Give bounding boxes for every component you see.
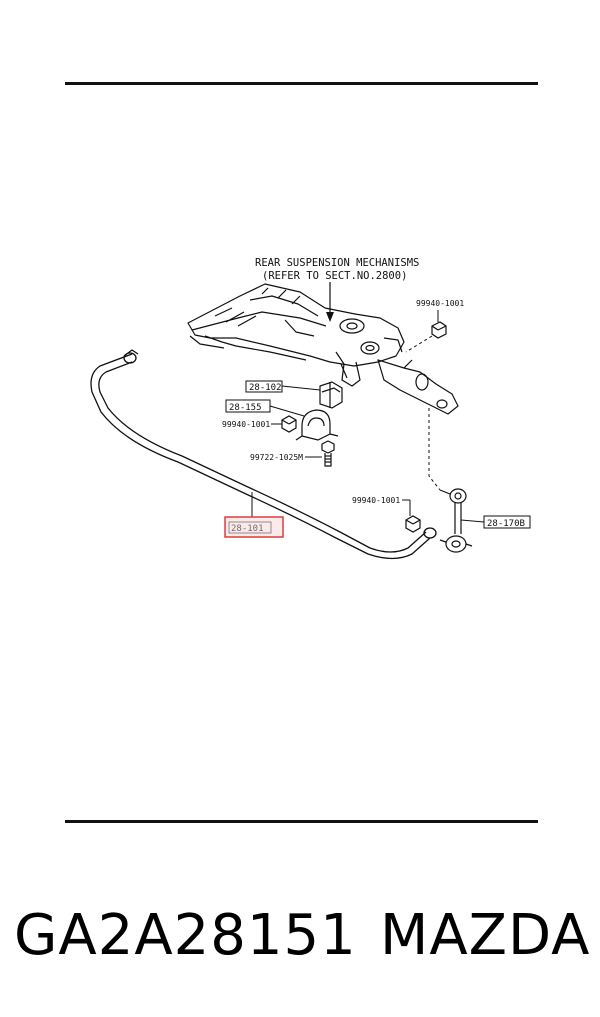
crossmember bbox=[187, 283, 459, 415]
label-bolt-top-right: 99940-1001 bbox=[416, 299, 464, 308]
label-link: 28-170B bbox=[487, 519, 525, 529]
dashed-link-line bbox=[428, 408, 441, 491]
leader-bracket bbox=[269, 405, 305, 417]
note-line-2: (REFER TO SECT.NO.2800) bbox=[262, 270, 407, 282]
note-line-1: REAR SUSPENSION MECHANISMS bbox=[255, 257, 419, 269]
nut-left bbox=[281, 415, 297, 433]
footer: GA2A28151 MAZDA bbox=[0, 893, 600, 983]
brand-name: MAZDA bbox=[380, 903, 591, 968]
bracket-part bbox=[295, 409, 339, 441]
parts-diagram: REAR SUSPENSION MECHANISMS (REFER TO SEC… bbox=[90, 257, 531, 560]
bottom-rule bbox=[65, 820, 538, 823]
nut-top-right bbox=[431, 321, 447, 339]
label-box-bar bbox=[228, 521, 272, 534]
label-bar: 28-101 bbox=[231, 524, 264, 534]
label-bracket: 28-155 bbox=[229, 403, 262, 413]
leader-bushing bbox=[281, 385, 321, 391]
note-arrow bbox=[326, 312, 334, 322]
top-rule bbox=[65, 82, 538, 85]
long-bolt bbox=[321, 440, 335, 467]
leader-link bbox=[460, 519, 485, 523]
label-bolt-long: 99722-1025M bbox=[250, 453, 303, 462]
label-bolt-left: 99940-1001 bbox=[222, 420, 270, 429]
stabilizer-link bbox=[439, 488, 473, 553]
label-bolt-lower: 99940-1001 bbox=[352, 496, 400, 505]
dashed-nut-line bbox=[405, 335, 433, 353]
part-number: GA2A28151 bbox=[14, 903, 357, 968]
nut-lower bbox=[405, 515, 421, 533]
bushing-part bbox=[319, 381, 343, 409]
label-bushing: 28-102 bbox=[249, 383, 282, 393]
stabilizer-bar bbox=[90, 349, 437, 560]
